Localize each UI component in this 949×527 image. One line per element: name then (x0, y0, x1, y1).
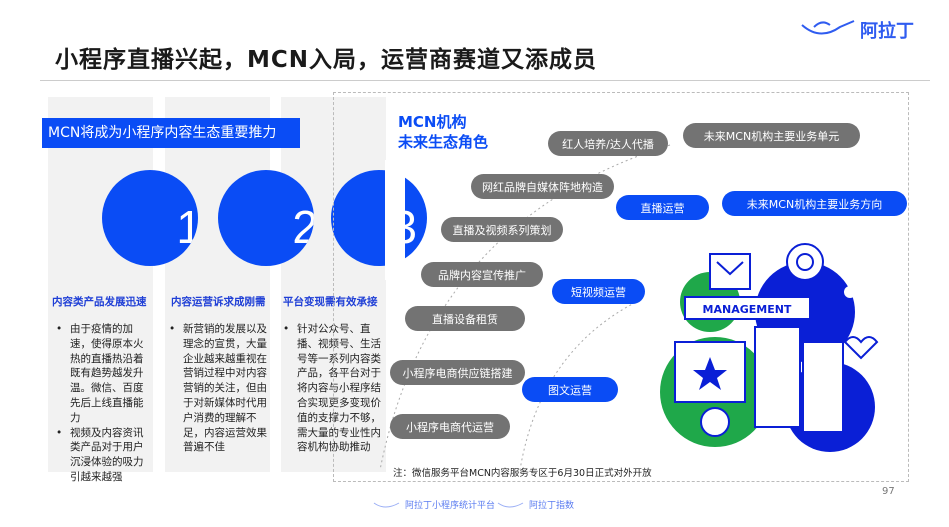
footer-logo-text: 阿拉丁指数 (529, 501, 575, 511)
number-circle-2: 2 (218, 170, 314, 266)
page-number: 97 (882, 486, 895, 497)
footer-logo-index: 阿拉丁指数 (497, 498, 574, 511)
pill-influencer-training: 红人培养/达人代播 (548, 131, 668, 156)
number-circle-1: 1 (102, 170, 198, 266)
panel-title-line1: MCN机构 (398, 113, 467, 131)
management-label: MANAGEMENT (703, 303, 792, 316)
pill-brand-promotion: 品牌内容宣传推广 (421, 262, 543, 287)
management-illustration: MANAGEMENT (660, 243, 879, 452)
pill-legend-business-units: 未来MCN机构主要业务单元 (683, 123, 860, 148)
lamp-icon (801, 20, 855, 35)
column-title-2: 内容运营诉求成刚需 (171, 296, 266, 308)
column-bullets-2: 新营销的发展以及理念的宣贯，大量企业越来越重视在营销过程中对内容营销的关注，但由… (167, 322, 267, 455)
pill-video-series: 直播及视频系列策划 (441, 217, 563, 242)
lamp-icon (497, 502, 524, 507)
pill-live-operation: 直播运营 (616, 195, 709, 220)
pill-short-video: 短视频运营 (552, 279, 645, 304)
pill-ecommerce-operation: 小程序电商代运营 (390, 414, 510, 439)
brand-logo: 阿拉丁 (800, 12, 930, 48)
dotted-arc (379, 144, 671, 471)
pill-supply-chain: 小程序电商供应链搭建 (390, 360, 525, 385)
bullet: 视频及内容资讯类产品对于用户沉浸体验的吸力引越来越强 (54, 426, 149, 485)
footer-logo-text: 阿拉丁小程序统计平台 (405, 501, 496, 511)
section-banner: MCN将成为小程序内容生态重要推力 (42, 118, 300, 148)
pill-graphic-operation: 图文运营 (522, 377, 618, 402)
column-title-1: 内容类产品发展迅速 (52, 296, 147, 308)
bullet: 新营销的发展以及理念的宣贯，大量企业越来越重视在营销过程中对内容营销的关注，但由… (167, 322, 267, 455)
logo-text: 阿拉丁 (860, 21, 914, 42)
column-bullets-1: 由于疫情的加速，使得原本火热的直播热沿着既有趋势越发升温。微信、百度先后上线直播… (54, 322, 149, 485)
divider (40, 80, 930, 81)
footnote: 注：微信服务平台MCN内容服务专区于6月30日正式对外开放 (393, 468, 652, 479)
pill-legend-business-direction: 未来MCN机构主要业务方向 (722, 191, 907, 216)
panel-title: MCN机构 未来生态角色 (398, 112, 488, 152)
bullet: 由于疫情的加速，使得原本火热的直播热沿着既有趋势越发升温。微信、百度先后上线直播… (54, 322, 149, 426)
page-title: 小程序直播兴起，MCN入局，运营商赛道又添成员 (55, 47, 598, 73)
mcn-roles-panel (333, 92, 909, 482)
column-title-3: 平台变现需有效承接 (283, 296, 378, 308)
pill-brand-media: 网红品牌自媒体阵地构造 (471, 174, 614, 199)
footer-logo-stats: 阿拉丁小程序统计平台 (373, 498, 495, 511)
panel-title-line2: 未来生态角色 (398, 133, 489, 151)
pill-equipment-rental: 直播设备租赁 (405, 306, 525, 331)
lamp-icon (373, 502, 400, 507)
